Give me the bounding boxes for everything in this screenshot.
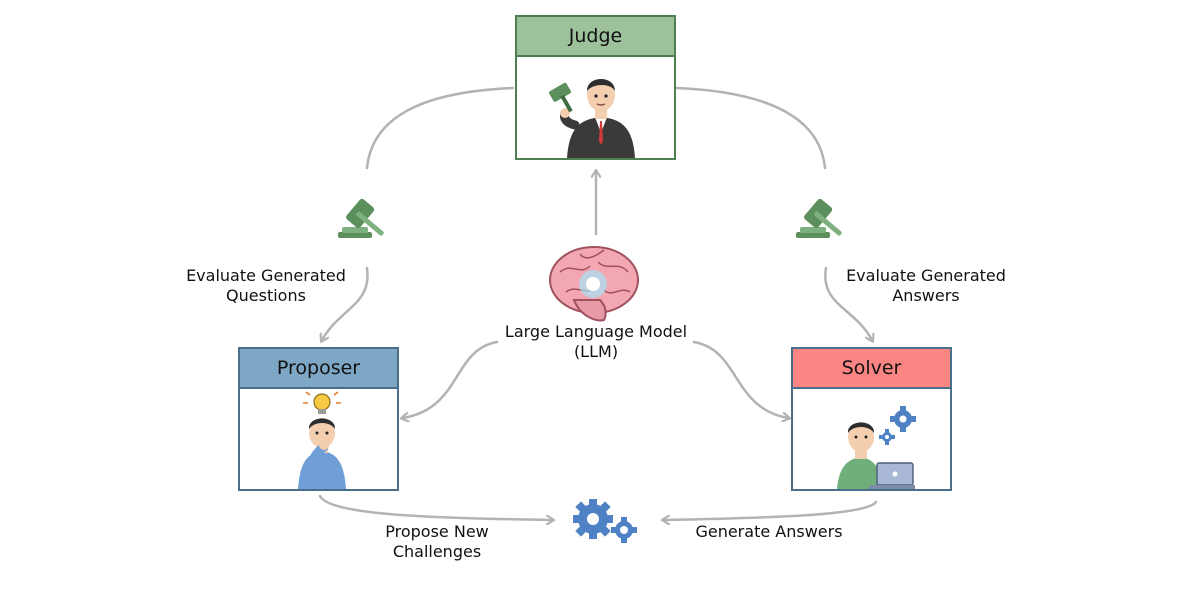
gavel-icon [796, 198, 842, 238]
arrow-proposer-to-gears [318, 494, 552, 520]
edge-label-evaluate-answers: Evaluate Generated Answers [840, 266, 1012, 306]
edge-label-generate: Generate Answers [688, 522, 850, 542]
llm-label-line: (LLM) [573, 342, 619, 361]
edge-label-line: Challenges [392, 542, 482, 561]
judge-box: Judge [515, 15, 676, 160]
edge-label-line: Questions [226, 286, 306, 305]
gear-icon [879, 406, 916, 445]
edge-label-evaluate-questions: Evaluate Generated Questions [180, 266, 352, 306]
arrow-llm-to-proposer [403, 340, 499, 418]
proposer-title: Proposer [240, 349, 397, 389]
solver-person-icon [837, 406, 916, 489]
arrow-to-proposer [322, 266, 369, 340]
edge-label-line: Evaluate Generated [846, 266, 1006, 285]
solver-box: Solver [791, 347, 952, 491]
gavel-icon [338, 198, 384, 238]
proposer-box: Proposer [238, 347, 399, 491]
arrow-llm-to-solver [692, 340, 788, 418]
arrow-to-solver [824, 266, 872, 340]
proposer-person-icon [298, 391, 346, 489]
arrow-solver-to-gears [664, 500, 878, 520]
gears-icon [573, 499, 637, 543]
solver-title: Solver [793, 349, 950, 389]
llm-label-line: Large Language Model [504, 322, 688, 341]
arc-judge-left [365, 86, 515, 170]
lightbulb-icon [303, 391, 341, 414]
llm-label: Large Language Model (LLM) [496, 322, 696, 362]
brain-icon [549, 246, 639, 322]
edge-label-line: Evaluate Generated [186, 266, 346, 285]
edge-label-line: Answers [892, 286, 960, 305]
edge-label-propose: Propose New Challenges [372, 522, 502, 562]
laptop-icon [869, 462, 915, 489]
arc-judge-right [675, 86, 827, 170]
edge-label-line: Generate Answers [695, 522, 843, 541]
judge-person-icon [549, 79, 635, 158]
edge-label-line: Propose New [385, 522, 489, 541]
judge-title: Judge [517, 17, 674, 57]
